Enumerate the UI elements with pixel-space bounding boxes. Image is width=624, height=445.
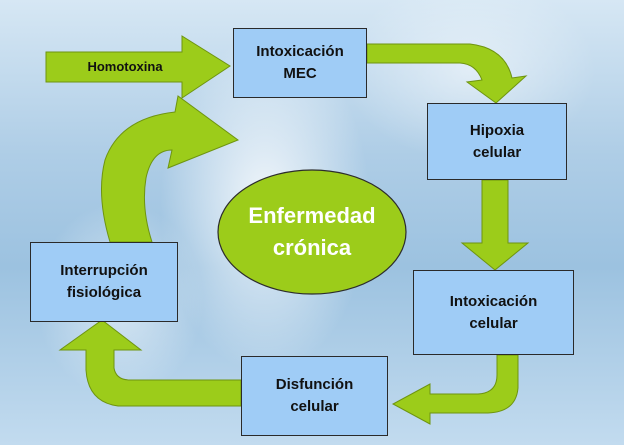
center-ellipse	[217, 169, 407, 295]
box-disfuncion-celular: Disfunción celular	[241, 356, 388, 436]
box-hipoxia-celular: Hipoxia celular	[427, 103, 567, 180]
arrow-hipoxia-to-intox-celular	[460, 179, 530, 271]
box-intoxicacion-celular: Intoxicación celular	[413, 270, 574, 355]
center-label: Enfermedad crónica	[248, 203, 376, 260]
arrow-interrupcion-to-loop	[100, 95, 240, 243]
homotoxina-arrow	[45, 35, 231, 99]
box-interrupcion-fisiologica: Interrupción fisiológica	[30, 242, 178, 322]
homotoxina-label: Homotoxina	[87, 58, 163, 74]
box-intoxicacion-mec: Intoxicación MEC	[233, 28, 367, 98]
arrow-intox-celular-to-disfuncion	[391, 354, 519, 425]
arrow-mec-to-hipoxia	[366, 43, 528, 104]
arrow-disfuncion-to-interrupcion	[58, 319, 242, 407]
